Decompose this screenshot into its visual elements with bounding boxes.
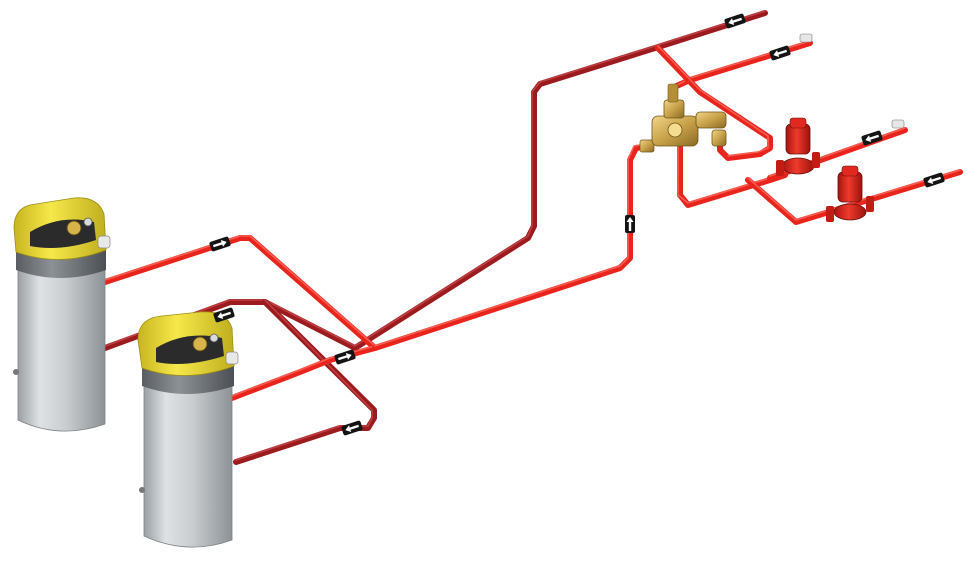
arrow-top-supply [769, 45, 791, 61]
heater-right-body [143, 371, 233, 548]
return-piping [102, 10, 768, 465]
hot-pipe-main [372, 143, 651, 351]
flow-arrows [209, 13, 945, 436]
arrow-mid-junction [334, 349, 356, 365]
arrow-heater2-bottom [341, 420, 363, 436]
arrow-heater1-top [209, 236, 231, 252]
hot-pipe-branch [655, 45, 773, 161]
arrow-heater2-top [213, 307, 235, 323]
water-heater-left [13, 197, 111, 432]
hot-pipe-pump-lower-line [745, 169, 963, 225]
thermostatic-mixing-valve [639, 83, 727, 153]
pipe-end-valves [799, 33, 905, 129]
hot-pipe-heater1 [102, 235, 378, 351]
heater-left-burner-knob [66, 220, 82, 236]
heater-right-burner-knob [192, 336, 208, 352]
arrow-middle-supply [861, 130, 883, 146]
valve-dial [667, 122, 683, 138]
water-heater-right [137, 311, 239, 548]
circulator-pump-lower [826, 165, 874, 222]
arrow-lower-supply [923, 172, 945, 188]
return-pipe-heater2 [233, 299, 377, 465]
return-pipe-main [102, 10, 768, 351]
circulator-pump-upper [776, 117, 820, 176]
heater-left-body [17, 257, 106, 432]
arrow-top-return [724, 13, 746, 29]
arrow-riser [625, 215, 635, 233]
